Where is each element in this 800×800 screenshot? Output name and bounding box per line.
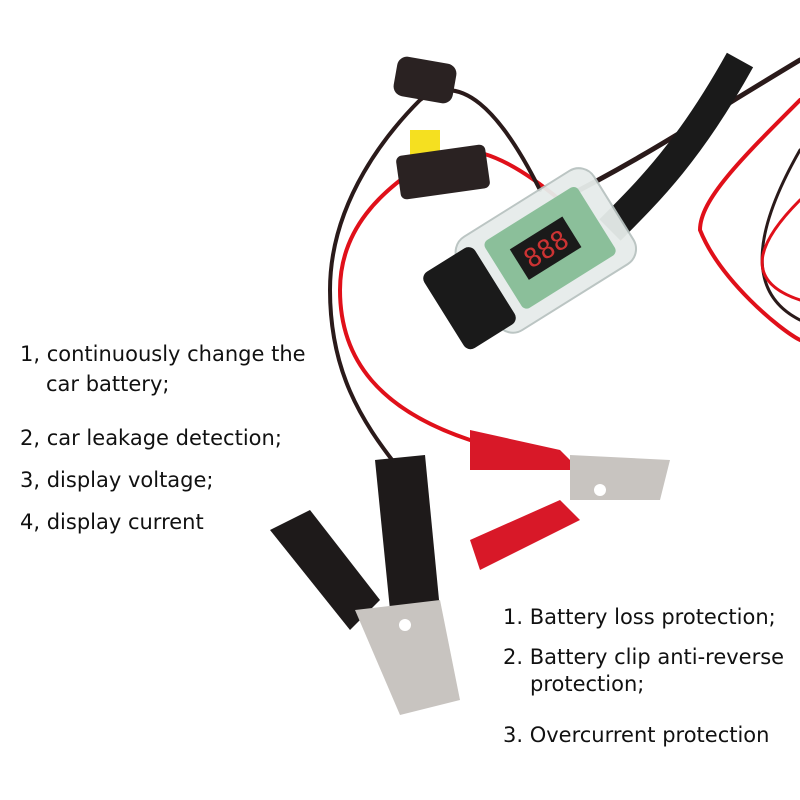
obd-connector: 888 (423, 167, 638, 350)
black-wire (760, 148, 800, 322)
feature-1-cont: car battery; (46, 372, 170, 396)
protection-2: 2. Battery clip anti-reverse (503, 645, 785, 669)
feature-4: 4, display current (20, 510, 204, 534)
cable-sheath (599, 52, 754, 241)
feature-1: 1, continuously change the (20, 342, 306, 366)
red-wire (760, 198, 800, 302)
feature-3: 3, display voltage; (20, 468, 214, 492)
black-clip (270, 455, 460, 715)
protection-3: 3. Overcurrent protection (503, 723, 770, 747)
fuse-holder (393, 56, 490, 200)
protection-1: 1. Battery loss protection; (503, 605, 776, 629)
red-clip (470, 430, 670, 570)
black-wire (327, 88, 542, 472)
red-wire (697, 98, 800, 342)
feature-2: 2, car leakage detection; (20, 426, 282, 450)
protection-2-cont: protection; (530, 672, 645, 696)
